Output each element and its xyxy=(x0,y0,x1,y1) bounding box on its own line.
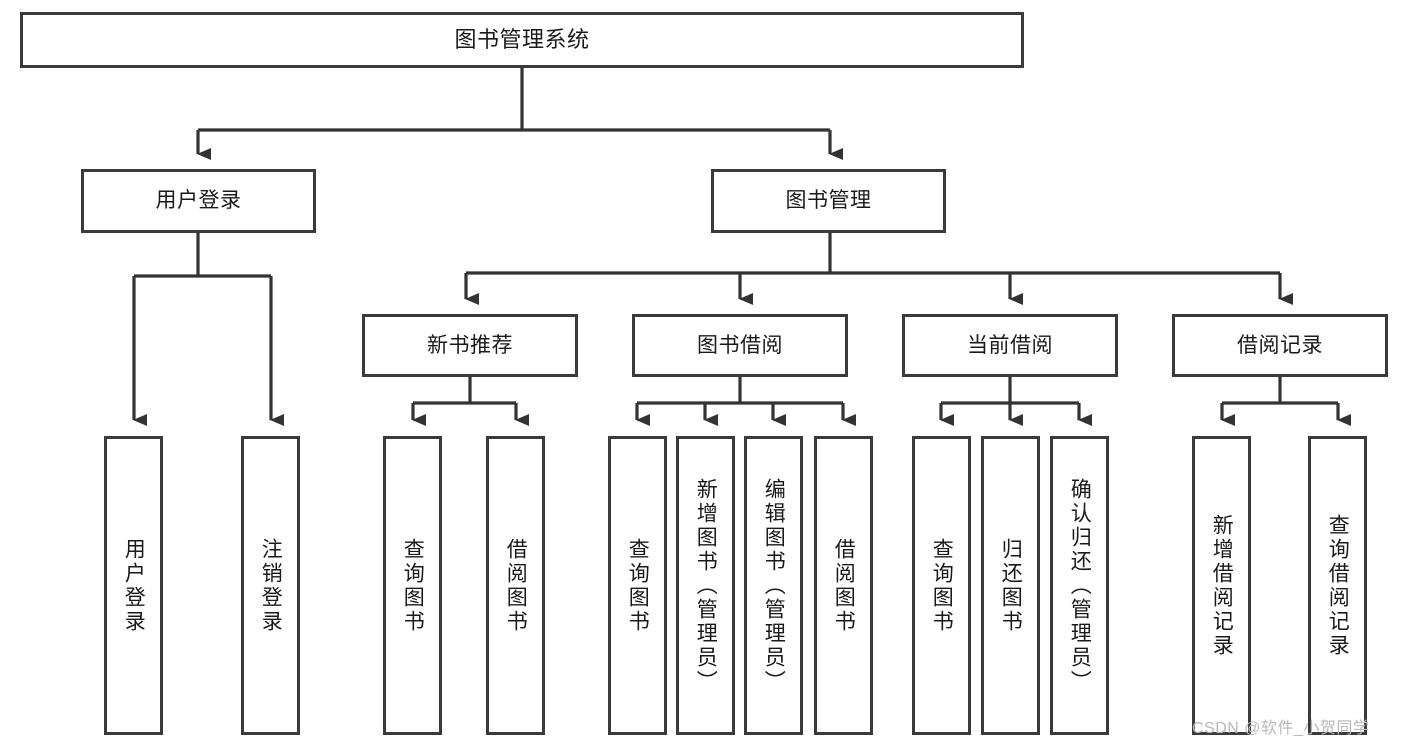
node-leaf-query-book-3-label: 查询图书 xyxy=(930,537,954,634)
node-leaf-borrow-book-1[interactable]: 借阅图书 xyxy=(486,436,545,735)
node-book-management[interactable]: 图书管理 xyxy=(711,169,946,233)
node-new-book-recommend-label: 新书推荐 xyxy=(427,333,513,357)
csdn-watermark: CSDN @软件_小贺同学 xyxy=(1192,720,1370,737)
node-current-borrow[interactable]: 当前借阅 xyxy=(902,314,1118,377)
node-leaf-confirm-return-label: 确认归还（管理员） xyxy=(1068,477,1092,694)
node-leaf-add-book-label: 新增图书（管理员） xyxy=(694,477,718,694)
node-leaf-confirm-return[interactable]: 确认归还（管理员） xyxy=(1050,436,1109,735)
node-leaf-borrow-book-2[interactable]: 借阅图书 xyxy=(814,436,873,735)
node-book-borrow[interactable]: 图书借阅 xyxy=(632,314,848,377)
node-leaf-add-book[interactable]: 新增图书（管理员） xyxy=(676,436,735,735)
node-leaf-query-record[interactable]: 查询借阅记录 xyxy=(1308,436,1367,735)
node-leaf-borrow-book-2-label: 借阅图书 xyxy=(832,537,856,634)
node-leaf-logout-login[interactable]: 注销登录 xyxy=(241,436,300,735)
node-user-login-label: 用户登录 xyxy=(155,189,242,213)
node-book-management-label: 图书管理 xyxy=(785,189,872,213)
node-root-label: 图书管理系统 xyxy=(454,26,590,52)
node-leaf-query-book-2-label: 查询图书 xyxy=(626,537,650,634)
node-leaf-query-book-1-label: 查询图书 xyxy=(401,537,425,634)
node-root[interactable]: 图书管理系统 xyxy=(20,12,1024,68)
node-leaf-query-book-2[interactable]: 查询图书 xyxy=(608,436,667,735)
node-current-borrow-label: 当前借阅 xyxy=(967,333,1053,357)
node-leaf-query-book-1[interactable]: 查询图书 xyxy=(383,436,442,735)
node-leaf-add-record-label: 新增借阅记录 xyxy=(1210,513,1234,658)
node-book-borrow-label: 图书借阅 xyxy=(697,333,783,357)
node-leaf-borrow-book-1-label: 借阅图书 xyxy=(504,537,528,634)
node-leaf-logout-login-label: 注销登录 xyxy=(259,537,283,634)
node-leaf-add-record[interactable]: 新增借阅记录 xyxy=(1192,436,1251,735)
node-leaf-return-book[interactable]: 归还图书 xyxy=(981,436,1040,735)
node-leaf-edit-book[interactable]: 编辑图书（管理员） xyxy=(744,436,803,735)
node-borrow-record[interactable]: 借阅记录 xyxy=(1172,314,1388,377)
node-leaf-edit-book-label: 编辑图书（管理员） xyxy=(762,477,786,694)
node-leaf-user-login-label: 用户登录 xyxy=(122,537,146,634)
node-new-book-recommend[interactable]: 新书推荐 xyxy=(362,314,578,377)
node-user-login[interactable]: 用户登录 xyxy=(81,169,316,233)
node-borrow-record-label: 借阅记录 xyxy=(1237,333,1323,357)
node-leaf-return-book-label: 归还图书 xyxy=(999,537,1023,634)
node-leaf-user-login[interactable]: 用户登录 xyxy=(104,436,163,735)
node-leaf-query-book-3[interactable]: 查询图书 xyxy=(912,436,971,735)
node-leaf-query-record-label: 查询借阅记录 xyxy=(1326,513,1350,658)
